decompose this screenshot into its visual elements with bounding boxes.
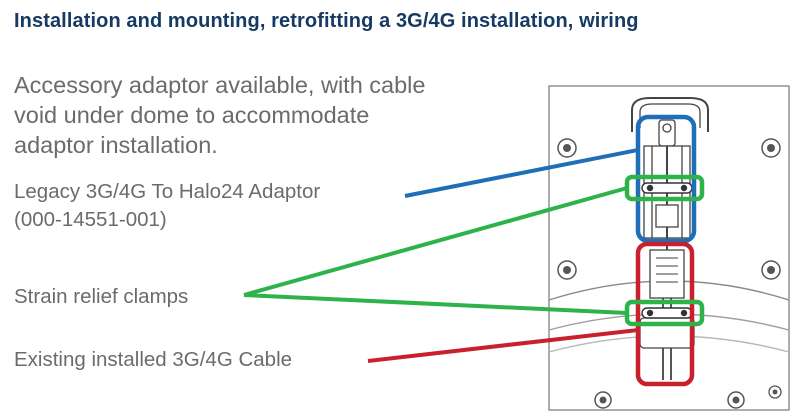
mounting-screw-icon [557, 138, 577, 158]
cable-callout-line [367, 328, 639, 363]
mounting-screw-icon [761, 138, 781, 158]
adaptor-label: Legacy 3G/4G To Halo24 Adaptor [14, 180, 321, 203]
description-line: void under dome to accommodate [14, 102, 370, 128]
mounting-screw-icon [761, 260, 781, 280]
strain-relief-callout-line [243, 293, 628, 315]
mounting-screw-icon [768, 385, 782, 399]
strain-relief-label: Strain relief clamps [14, 285, 189, 308]
adaptor-callout-line [404, 148, 639, 198]
strain-relief-callout-line [243, 186, 628, 297]
adaptor-part-number: (000-14551-001) [14, 208, 167, 231]
mounting-screw-icon [594, 391, 612, 409]
adaptor-description: Accessory adaptor available, with cable … [14, 70, 484, 160]
cable-highlight [635, 241, 695, 387]
mounting-screw-icon [727, 391, 745, 409]
existing-cable-label: Existing installed 3G/4G Cable [14, 348, 293, 371]
mounting-screw-icon [557, 260, 577, 280]
page-title: Installation and mounting, retrofitting … [14, 10, 639, 32]
description-line: adaptor installation. [14, 132, 218, 158]
base-plate [548, 85, 790, 411]
description-line: Accessory adaptor available, with cable [14, 72, 426, 98]
